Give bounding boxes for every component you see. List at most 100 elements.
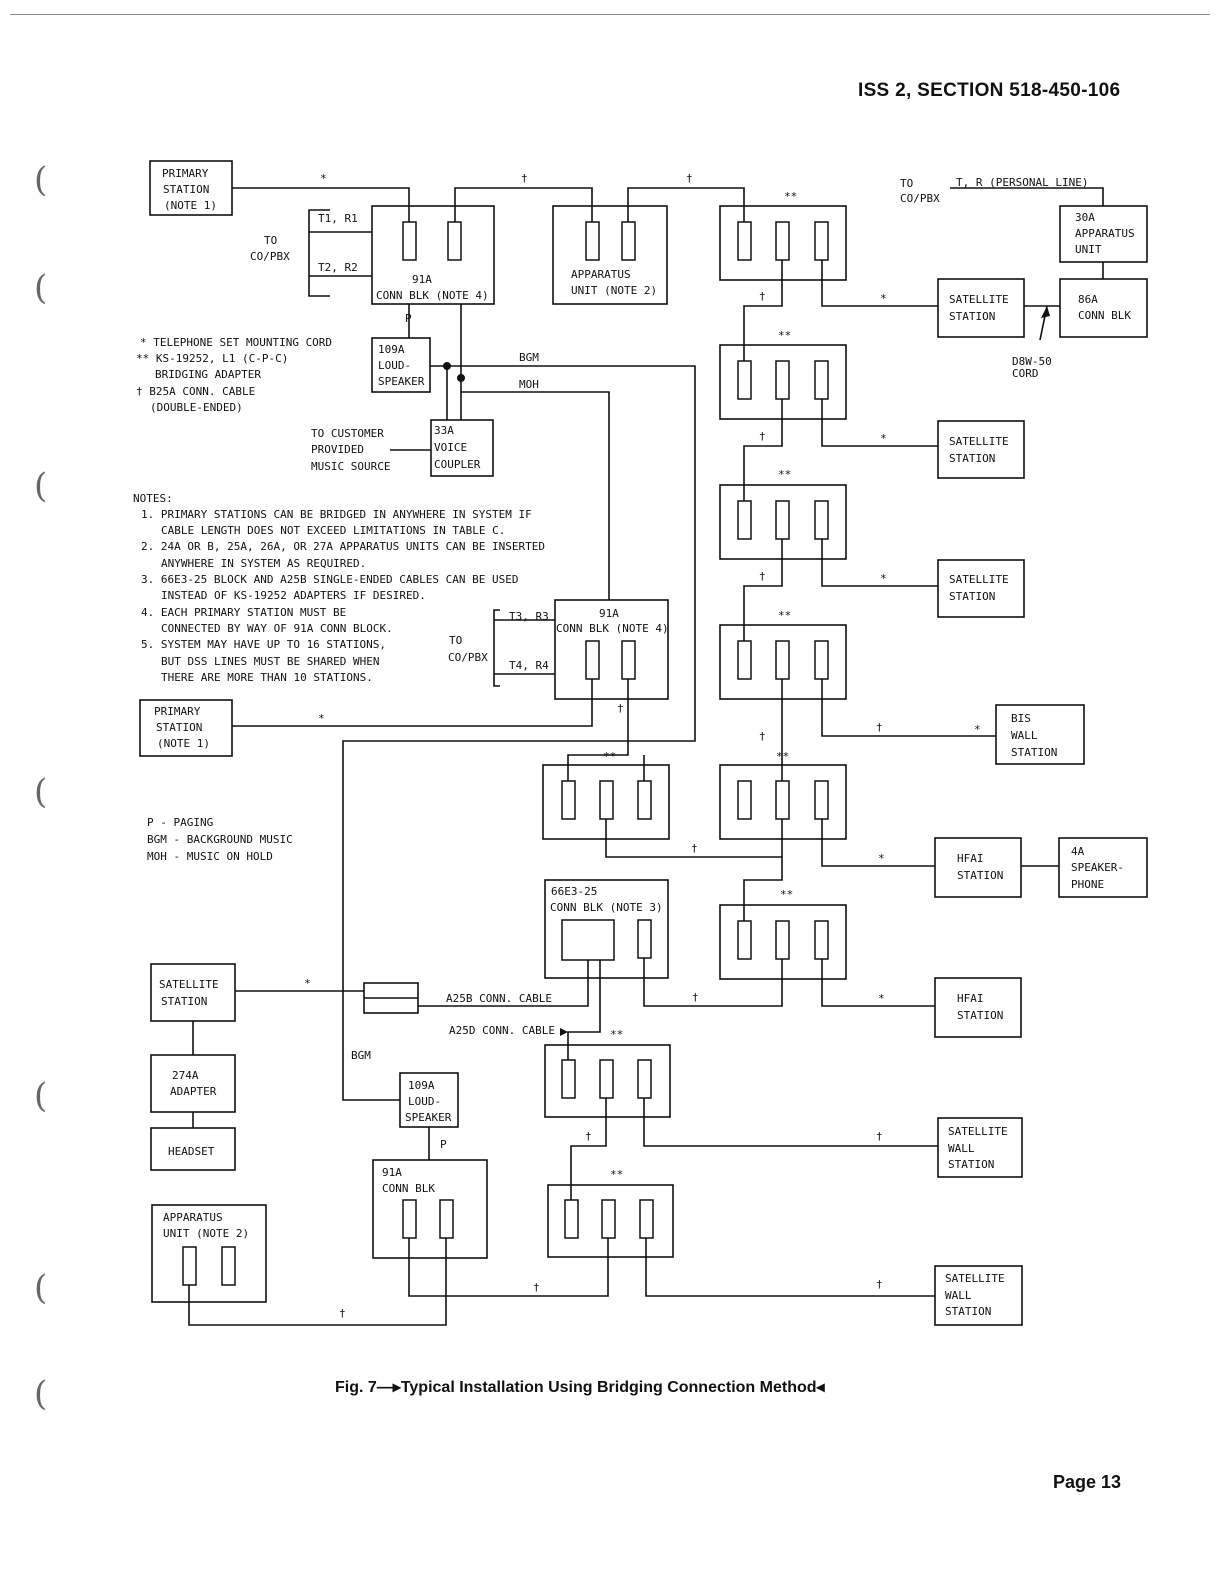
cable-symbol: †: [876, 1130, 883, 1143]
note-line: INSTEAD OF KS-19252 ADAPTERS IF DESIRED.: [161, 589, 426, 602]
satellite-station-left-box: [150, 963, 236, 1022]
page-top-border: [10, 14, 1210, 15]
cord-symbol: *: [320, 172, 327, 185]
loudspeaker-bottom-label: SPEAKER: [405, 1111, 452, 1124]
music-source-label: TO CUSTOMER: [311, 427, 384, 440]
figure-caption: Fig. 7—▸Typical Installation Using Bridg…: [335, 1379, 825, 1396]
adapter-symbol: **: [784, 190, 797, 203]
block-91a-top-box: [371, 205, 495, 305]
satellite-station-left-label: STATION: [161, 995, 207, 1008]
legend-line: † B25A CONN. CABLE: [136, 385, 255, 398]
d8w-cord-label: D8W-50: [1012, 355, 1052, 368]
note-line: 2. 24A OR B, 25A, 26A, OR 27A APPARATUS …: [141, 540, 545, 553]
apparatus-unit-bottom-box: [151, 1204, 267, 1303]
speakerphone-label: SPEAKER-: [1071, 861, 1124, 874]
adapter-274a-box: [150, 1054, 236, 1113]
headset-label: HEADSET: [168, 1145, 215, 1158]
binder-hole-mark: (: [34, 1268, 48, 1308]
a25d-arrowhead: [560, 1028, 568, 1036]
legend-line: * TELEPHONE SET MOUNTING CORD: [140, 336, 332, 349]
apparatus-30a-label: APPARATUS: [1075, 227, 1135, 240]
to-co-pbx-label: TO: [449, 634, 462, 647]
primary-station-2-box: [139, 699, 233, 757]
cable-symbol: †: [759, 570, 766, 583]
p-label: P: [405, 312, 412, 325]
voice-coupler-label: VOICE: [434, 441, 467, 454]
satellite-wall-station-label: SATELLITE: [948, 1125, 1008, 1138]
satellite-station-box: [937, 278, 1025, 338]
bridging-adapter-box: [719, 205, 847, 281]
moh-label: MOH: [519, 378, 539, 391]
note-line: THERE ARE MORE THAN 10 STATIONS.: [161, 671, 373, 684]
binder-hole-mark: (: [34, 466, 48, 506]
t3r3-label: T3, R3: [509, 610, 549, 623]
note-line: BUT DSS LINES MUST BE SHARED WHEN: [161, 655, 380, 668]
cord-symbol: *: [974, 723, 981, 736]
adapter-symbol: **: [778, 468, 791, 481]
block-91a-bottom-label: 91A: [382, 1166, 402, 1179]
p-label: P: [440, 1138, 447, 1151]
bridging-adapter-box: [544, 1044, 671, 1118]
cord-symbol: *: [318, 712, 325, 725]
primary-station-1-label: (NOTE 1): [164, 199, 217, 212]
satellite-station-box: [937, 420, 1025, 479]
d8w-cord-label: CORD: [1012, 367, 1039, 380]
wiring: [188, 187, 1104, 1326]
primary-station-1-label: STATION: [163, 183, 209, 196]
personal-line-label: T, R (PERSONAL LINE): [956, 176, 1088, 189]
hfai-station-label: STATION: [957, 869, 1003, 882]
voice-coupler-label: COUPLER: [434, 458, 481, 471]
a25b-cable-label: A25B CONN. CABLE: [446, 992, 552, 1005]
legend-line: (DOUBLE-ENDED): [150, 401, 243, 414]
satellite-wall-station-box: [937, 1117, 1023, 1178]
block-66e3-label: 66E3-25: [551, 885, 597, 898]
binder-hole-mark: (: [34, 1076, 48, 1116]
t2r2-label: T2, R2: [318, 261, 358, 274]
cable-symbol: †: [759, 430, 766, 443]
speakerphone-4a-box: [1058, 837, 1148, 898]
cord-symbol: *: [880, 292, 887, 305]
abbreviation-line: P - PAGING: [147, 816, 213, 829]
t1r1-label: T1, R1: [318, 212, 358, 225]
loudspeaker-top-label: SPEAKER: [378, 375, 425, 388]
satellite-wall-station-label: SATELLITE: [945, 1272, 1005, 1285]
cable-symbol: †: [339, 1307, 346, 1320]
satellite-wall-station-label: STATION: [945, 1305, 991, 1318]
cable-symbol: †: [692, 991, 699, 1004]
block-66e3-box: [544, 879, 669, 979]
apparatus-unit-bottom-label: APPARATUS: [163, 1211, 223, 1224]
diagram-labels: PRIMARY STATION (NOTE 1) T1, R1 T2, R2 T…: [133, 167, 1135, 1320]
bis-wall-station-label: STATION: [1011, 746, 1057, 759]
adapter-symbol: **: [778, 329, 791, 342]
bridging-adapter-box: [547, 1184, 674, 1258]
conn-blk-86a-box: [1059, 278, 1148, 338]
bridging-adapter-box: [719, 624, 847, 700]
bis-wall-station-box: [995, 704, 1085, 765]
cable-symbol: †: [585, 1130, 592, 1143]
cable-symbol: †: [533, 1281, 540, 1294]
note-line: CONNECTED BY WAY OF 91A CONN BLOCK.: [161, 622, 393, 635]
block-66e3-label: CONN BLK (NOTE 3): [550, 901, 663, 914]
notes-heading: NOTES:: [133, 492, 173, 505]
cable-symbol: †: [759, 290, 766, 303]
adapter-symbol: **: [780, 888, 793, 901]
bridging-adapter-box: [719, 344, 847, 420]
binder-hole-mark: (: [34, 772, 48, 812]
cable-symbol: †: [759, 730, 766, 743]
loudspeaker-top-label: LOUD-: [378, 359, 411, 372]
music-source-label: PROVIDED: [311, 443, 364, 456]
primary-station-2-label: (NOTE 1): [157, 737, 210, 750]
block-91a-top-label: CONN BLK (NOTE 4): [376, 289, 489, 302]
primary-station-1-label: PRIMARY: [162, 167, 209, 180]
legend-line: BRIDGING ADAPTER: [155, 368, 261, 381]
voice-coupler-box: [430, 419, 494, 477]
apparatus-unit-top-label: APPARATUS: [571, 268, 631, 281]
t4r4-label: T4, R4: [509, 659, 549, 672]
jack-group: [182, 221, 829, 1286]
hfai-station-label: HFAI: [957, 992, 984, 1005]
to-co-pbx-label: CO/PBX: [900, 192, 940, 205]
adapter-274a-label: ADAPTER: [170, 1085, 217, 1098]
bridging-adapter-box: [719, 904, 847, 980]
note-line: 1. PRIMARY STATIONS CAN BE BRIDGED IN AN…: [141, 508, 532, 521]
